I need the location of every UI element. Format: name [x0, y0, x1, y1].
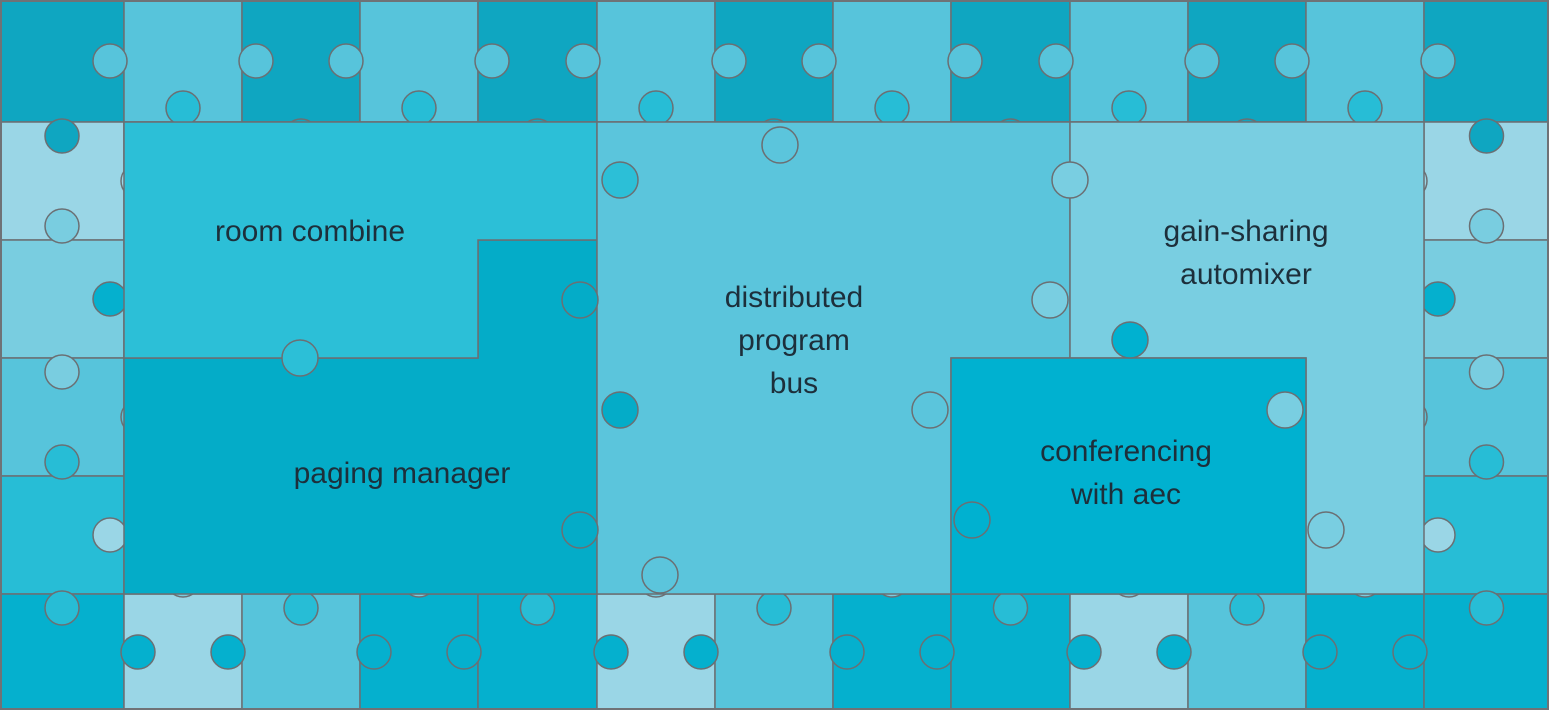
feature-puzzle-pieces	[123, 121, 1425, 595]
puzzle-tab	[874, 90, 910, 126]
puzzle-tab	[947, 43, 983, 79]
puzzle-tab	[593, 634, 629, 670]
puzzle-tab	[756, 590, 792, 626]
piece-tab	[911, 391, 949, 429]
piece-label-room-combine: room combine	[215, 210, 405, 253]
puzzle-tab	[238, 43, 274, 79]
puzzle-tab	[919, 634, 955, 670]
puzzle-tab	[1156, 634, 1192, 670]
piece-label-distributed-program-bus: distributed program bus	[725, 276, 863, 405]
piece-tab	[1051, 161, 1089, 199]
puzzle-tab	[1274, 43, 1310, 79]
puzzle-tab	[44, 118, 80, 154]
puzzle-tab	[401, 90, 437, 126]
puzzle-tab	[328, 43, 364, 79]
puzzle-tab	[210, 634, 246, 670]
piece-tab	[761, 126, 799, 164]
puzzle-tab	[801, 43, 837, 79]
puzzle-tab	[519, 590, 556, 626]
puzzle-tab	[92, 517, 128, 553]
piece-tab	[1266, 391, 1304, 429]
puzzle-tab	[1184, 43, 1220, 79]
puzzle-tab	[1468, 444, 1505, 480]
piece-tab	[1111, 321, 1149, 359]
puzzle-tab	[1302, 634, 1338, 670]
piece-tab	[601, 391, 639, 429]
puzzle-tab	[474, 43, 510, 79]
puzzle-tab	[44, 444, 80, 480]
label-line: bus	[769, 367, 819, 400]
puzzle-tab	[1468, 208, 1505, 244]
puzzle-tab	[565, 43, 601, 79]
puzzle-tab	[711, 43, 747, 79]
puzzle-tab	[44, 354, 80, 390]
puzzle-tab	[1229, 590, 1265, 626]
piece-tab	[953, 501, 991, 539]
label-line: with aec	[1070, 478, 1182, 511]
puzzle-tab	[1468, 118, 1505, 154]
puzzle-tab	[1111, 90, 1147, 126]
puzzle-tab	[120, 634, 156, 670]
puzzle-tab	[92, 281, 128, 317]
piece-tab	[1307, 511, 1345, 549]
label-line: gain-sharing	[1163, 215, 1329, 248]
puzzle-tab	[1468, 590, 1505, 626]
puzzle-tab	[1392, 634, 1428, 670]
puzzle-tab	[1420, 517, 1456, 553]
label-line: automixer	[1180, 258, 1312, 291]
piece-label-gain-sharing-automixer: gain-sharing automixer	[1163, 210, 1328, 296]
piece-tab	[561, 511, 599, 549]
puzzle-tab	[1420, 43, 1456, 79]
piece-conferencing-with-aec	[950, 357, 1307, 595]
puzzle-tab	[283, 590, 319, 626]
label-line: program	[738, 324, 850, 357]
piece-tab	[1031, 281, 1069, 319]
piece-tab	[281, 339, 319, 377]
piece-tab	[601, 161, 639, 199]
label-line: distributed	[724, 281, 864, 314]
puzzle-tab	[1468, 354, 1505, 390]
puzzle-tab	[356, 634, 392, 670]
label-line: conferencing	[1040, 435, 1212, 468]
puzzle-tab	[44, 208, 80, 244]
puzzle-tab	[992, 590, 1029, 626]
piece-tab	[641, 556, 679, 594]
puzzle-tab	[683, 634, 719, 670]
puzzle-tab	[165, 90, 201, 126]
piece-label-paging-manager: paging manager	[294, 452, 511, 495]
puzzle-tab	[1066, 634, 1102, 670]
piece-label-conferencing-with-aec: conferencing with aec	[1040, 430, 1212, 516]
puzzle-tab	[638, 90, 674, 126]
label-line: room combine	[214, 215, 406, 248]
puzzle-tab	[1420, 281, 1456, 317]
puzzle-tab	[446, 634, 482, 670]
puzzle-tab	[829, 634, 865, 670]
label-line: paging manager	[293, 457, 511, 490]
puzzle-tab	[92, 43, 128, 79]
puzzle-tab	[1038, 43, 1074, 79]
piece-tab	[561, 281, 599, 319]
puzzle-tab	[1347, 90, 1383, 126]
puzzle-tab	[44, 590, 80, 626]
